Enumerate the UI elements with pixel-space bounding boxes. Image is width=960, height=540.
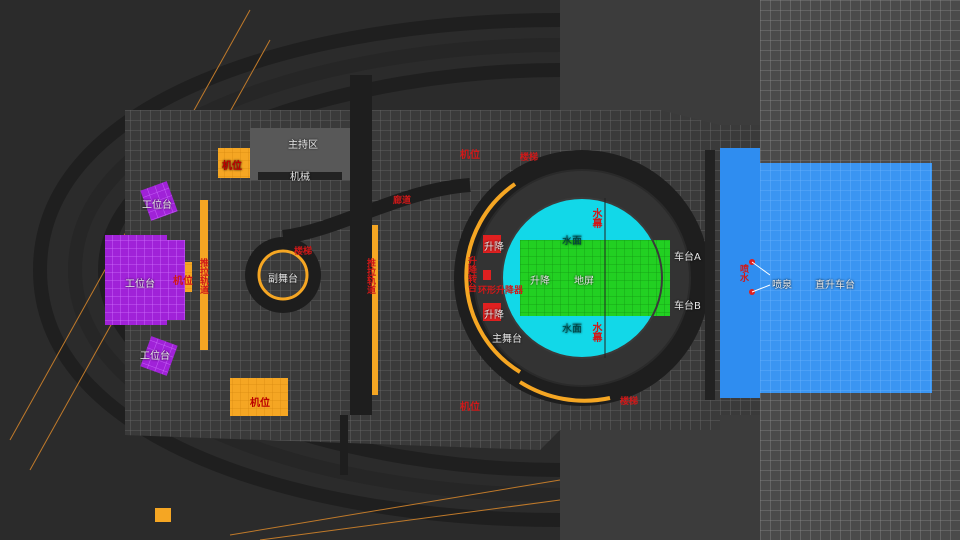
workstation-bottom	[140, 336, 178, 376]
left-track	[200, 200, 208, 350]
ring-vertical-label: 升降转台	[466, 256, 476, 292]
workstation-mid-label: 工位台	[125, 279, 155, 290]
connector-label: 廊道	[393, 196, 412, 206]
wagon-rail-label: 喷水	[738, 264, 748, 282]
water-surface-bottom-label: 水面	[562, 324, 582, 335]
pool-edge	[501, 197, 663, 359]
water-curtain-top-label: 水幕	[590, 208, 601, 228]
main-stage-ring-left	[464, 182, 522, 374]
workstation-right	[165, 240, 185, 320]
left-passage-label: 推拉轨道	[198, 258, 208, 294]
wagon-guide	[705, 150, 715, 400]
side-stage-label: 副舞台	[268, 274, 298, 285]
lower-wall	[340, 415, 348, 475]
camera-platform-top	[218, 148, 250, 178]
machinery-label: 机械	[290, 172, 310, 183]
lift-center-label: 升降	[530, 276, 550, 287]
floor-screen	[520, 240, 670, 316]
lift-marker-bottom	[483, 303, 501, 321]
lift-bottom-label: 升降	[484, 310, 504, 321]
main-stage-ring-bottom	[518, 380, 611, 403]
host-area-label: 主持区	[288, 140, 318, 151]
camera-pos-label: 机位	[222, 161, 242, 172]
stairs-side-label: 楼梯	[294, 247, 313, 257]
water-feature-label: 喷泉	[772, 280, 792, 291]
camera-pos-bottom-right-label: 机位	[460, 402, 480, 413]
ring-mechanism-label: 环形升降器	[478, 286, 524, 296]
rear-wagon	[760, 163, 932, 393]
wagon-b-label: 车台B	[674, 301, 701, 312]
center-track-label: 推拉轨道	[365, 258, 375, 294]
side-stage	[257, 249, 309, 301]
water-curtain-bottom-label: 水幕	[590, 322, 601, 342]
floor-area-label: 地屏	[574, 276, 594, 287]
rear-wagon-label: 直升车台	[815, 280, 855, 291]
sight-line	[229, 479, 561, 536]
wagon-a-label: 车台A	[674, 252, 701, 263]
camera-platform-corner	[155, 508, 171, 522]
workstation-bottom-label: 工位台	[140, 351, 170, 362]
camera-platform-bottom	[230, 378, 288, 416]
camera-pos-left-label: 机位	[173, 276, 193, 287]
stairs-bottom-label: 楼梯	[620, 397, 639, 407]
center-track	[368, 225, 378, 395]
sight-line	[259, 499, 561, 540]
stairs-top-label: 楼梯	[520, 153, 539, 163]
host-area	[250, 128, 350, 180]
main-stage-label: 主舞台	[492, 334, 522, 345]
ring-marker	[483, 270, 491, 280]
wagon-rail	[720, 148, 760, 398]
machinery-bar	[258, 172, 342, 180]
camera-pos-top-label: 机位	[460, 150, 480, 161]
camera-pos-bottom-label: 机位	[250, 398, 270, 409]
workstation-top-label: 工位台	[142, 200, 172, 211]
water-surface-top-label: 水面	[562, 236, 582, 247]
water-feature-marker	[749, 259, 771, 295]
workstation-center	[105, 235, 167, 325]
workstation-top	[140, 181, 178, 221]
central-wall	[350, 75, 372, 415]
lift-top-label: 升降	[484, 242, 504, 253]
lift-marker-top	[483, 235, 501, 253]
